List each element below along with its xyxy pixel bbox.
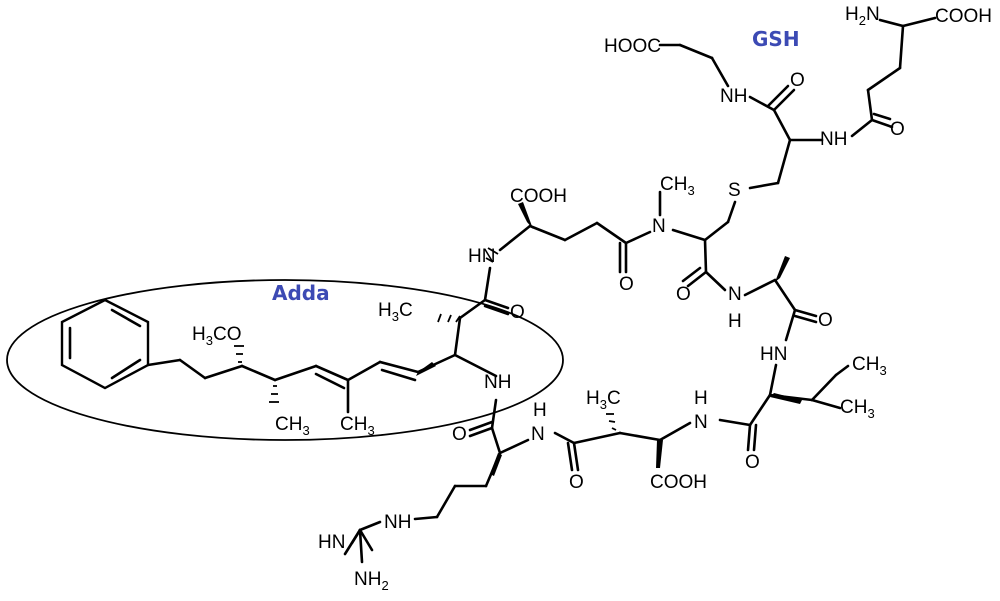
nh-adda-label: NH: [484, 372, 511, 393]
hooc-gly-label: HOOC: [604, 36, 661, 57]
phenyl-ring: [60, 298, 182, 390]
o-adda-label: O: [510, 302, 525, 323]
nh-arg-label: N: [531, 424, 545, 445]
o-gsh-2-label: O: [890, 119, 905, 140]
hn-guan-label: HN: [318, 532, 345, 553]
h-masp-label: H: [694, 388, 708, 409]
h3co-label: H3CO: [192, 324, 241, 348]
ch3-leu-1-label: CH3: [852, 354, 887, 378]
stereo-bonds: [234, 202, 802, 476]
o-masp-label: O: [569, 472, 584, 493]
adda-highlight-ellipse: [6, 279, 564, 441]
n-methyl-label: N: [652, 216, 666, 237]
o-arg-label: O: [452, 424, 467, 445]
bond-network: [178, 16, 937, 564]
o-gsh-1-label: O: [790, 70, 805, 91]
o-leu-label: O: [745, 452, 760, 473]
hn-leu-label: HN: [760, 344, 787, 365]
h2n-gsh-label: H2N: [845, 4, 880, 28]
cooh-glu-label: COOH: [510, 186, 567, 207]
s-label: S: [728, 180, 741, 201]
cooh-masp-label: COOH: [650, 472, 707, 493]
nh2-guan-label: NH2: [354, 569, 389, 593]
ch3-leu-2-label: CH3: [840, 397, 875, 421]
ch3-n-label: CH3: [660, 174, 695, 198]
o-ala-2-label: O: [818, 310, 833, 331]
gsh-label: GSH: [752, 27, 800, 51]
h3c-masp-label: H3C: [586, 388, 621, 412]
h-arg-label: H: [533, 400, 547, 421]
h3c-adda-label: H3C: [378, 300, 413, 324]
atom-labels: H2N COOH HOOC NH O NH O S CH3 N COOH HN …: [192, 4, 992, 593]
ch3-adda-2-label: CH3: [275, 414, 310, 438]
h-ala-label: H: [728, 311, 742, 332]
ch3-adda-1-label: CH3: [340, 414, 375, 438]
adda-label: Adda: [272, 281, 330, 305]
nh-gsh-label: NH: [820, 129, 847, 150]
hn-glu-label: HN: [468, 246, 495, 267]
nh-masp-label: N: [694, 412, 708, 433]
o-ala-label: O: [676, 284, 691, 305]
cooh-gsh-glu-label: COOH: [935, 6, 992, 27]
nh-ala-label: N: [728, 284, 742, 305]
o-glu-label: O: [619, 274, 634, 295]
nh-guan-label: NH: [384, 512, 411, 533]
nh-gly-label: NH: [720, 86, 747, 107]
